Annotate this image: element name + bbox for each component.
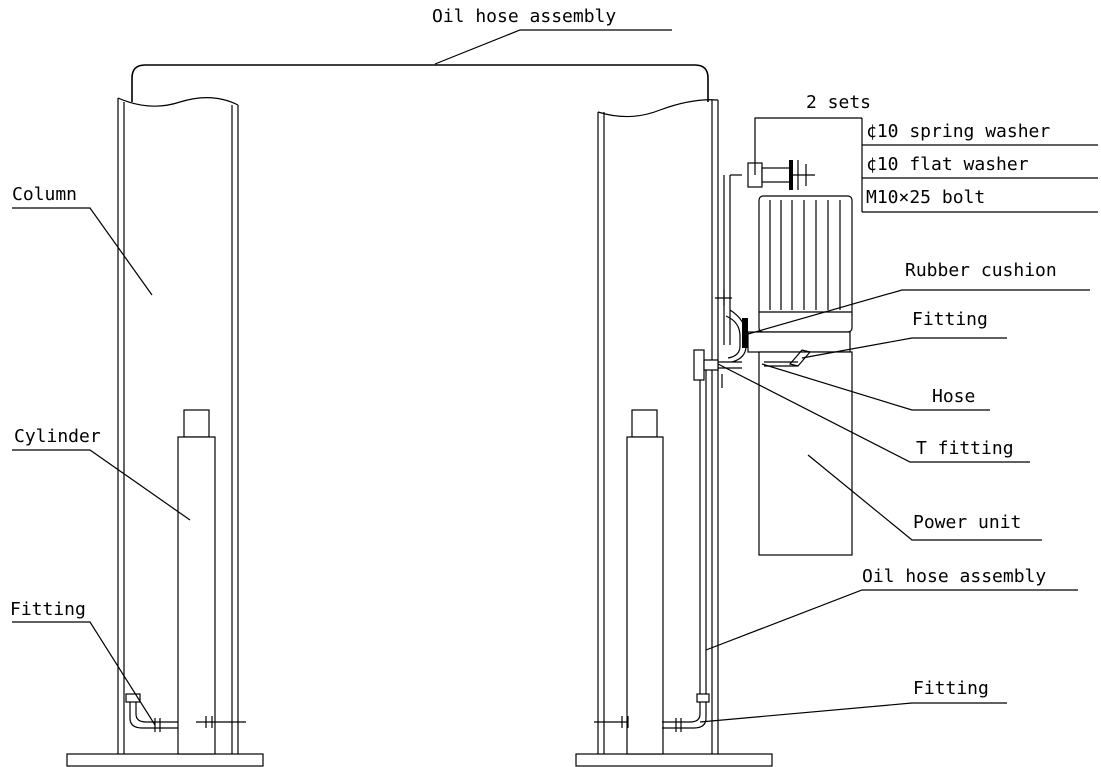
motor: [758, 195, 853, 333]
left-fitting: [125, 693, 246, 732]
power-unit: [747, 331, 853, 556]
left-column: [66, 97, 264, 767]
label-t-fitting: T fitting: [916, 438, 1014, 459]
label-fitting-bottom-right: Fitting: [913, 678, 989, 699]
bolt-assembly: [747, 160, 815, 190]
leader-lines: [12, 29, 1098, 726]
right-column: [575, 99, 773, 767]
label-oil-hose-assembly-right: Oil hose assembly: [862, 566, 1047, 587]
label-spring-washer: ¢10 spring washer: [866, 121, 1051, 142]
label-power-unit: Power unit: [913, 512, 1022, 533]
label-cylinder: Cylinder: [14, 426, 101, 447]
oil-hose-top: [131, 64, 709, 102]
label-fitting-left: Fitting: [10, 599, 86, 620]
label-rubber-cushion: Rubber cushion: [905, 260, 1057, 281]
right-oil-hose: [594, 370, 710, 732]
label-fitting-upper: Fitting: [912, 309, 988, 330]
right-cylinder: [626, 409, 664, 755]
label-hose: Hose: [932, 386, 976, 407]
label-column: Column: [12, 184, 78, 205]
mounting-bracket: [715, 174, 748, 363]
label-two-sets: 2 sets: [806, 92, 872, 113]
left-cylinder: [177, 409, 216, 755]
t-fitting: [693, 349, 742, 388]
label-flat-washer: ¢10 flat washer: [866, 154, 1029, 175]
label-oil-hose-assembly-top: Oil hose assembly: [432, 6, 617, 27]
label-bolt: M10×25 bolt: [866, 187, 986, 208]
